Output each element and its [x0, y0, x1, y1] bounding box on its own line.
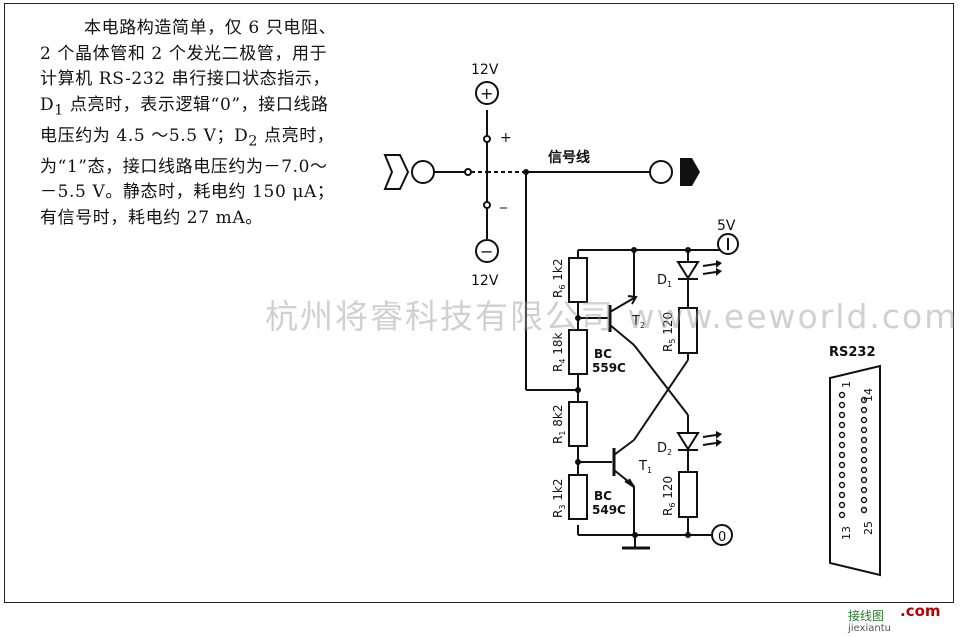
- label-pin1: 1: [840, 381, 853, 388]
- label-minus-pole: _: [499, 193, 508, 209]
- minus-glyph: −: [480, 242, 493, 261]
- led-d2: [676, 432, 700, 451]
- label-pin25: 25: [862, 521, 875, 535]
- label-d1: D1: [657, 273, 672, 289]
- description-paragraph: 本电路构造简单，仅 6 只电阻、2 个晶体管和 2 个发光二极管，用于计算机 R…: [40, 18, 337, 228]
- label-t1: T1: [638, 459, 652, 475]
- label-12v-top: 12V: [471, 62, 499, 78]
- label-signal-line: 信号线: [548, 149, 590, 166]
- label-r3: R3 1k2: [551, 479, 567, 518]
- label-t2: T2: [631, 314, 645, 330]
- resistor-r3: [568, 474, 588, 520]
- input-arrow: [383, 154, 410, 190]
- label-pin14: 14: [862, 388, 875, 402]
- label-plus-pole: +: [500, 130, 512, 146]
- label-5v: 5V: [717, 218, 736, 234]
- label-zero: 0: [718, 530, 726, 545]
- input-terminal: [411, 160, 435, 184]
- footer-site-en: jiexiantu: [848, 623, 891, 634]
- rs232-connector: [829, 364, 881, 577]
- figure-frame: [4, 3, 954, 603]
- footer-logo: .com: [900, 602, 941, 620]
- resistor-r1: [568, 401, 588, 447]
- label-12v-bottom: 12V: [471, 273, 499, 289]
- plus-5v-terminal: [717, 233, 739, 255]
- label-pin13: 13: [840, 526, 853, 540]
- plus-glyph: +: [480, 84, 493, 103]
- label-d2: D2: [657, 441, 672, 457]
- label-bc549c-a: BC: [594, 489, 612, 503]
- label-r6: R6 1k2: [551, 259, 567, 298]
- label-r1: R1 8k2: [551, 405, 567, 444]
- switch-pivot: [464, 168, 472, 176]
- watermark: 杭州将睿科技有限公司 www.eeworld.com.cn: [265, 297, 960, 336]
- label-rs232: RS232: [829, 345, 876, 360]
- plus-12v-terminal: [475, 81, 499, 105]
- label-bc559c-b: 559C: [592, 361, 626, 375]
- label-r4: R4 18k: [551, 332, 567, 372]
- footer-site-cn: 接线图: [848, 609, 885, 623]
- label-bc559c-a: BC: [594, 347, 612, 361]
- ground-terminal: [711, 524, 733, 546]
- resistor-r2: [678, 471, 698, 518]
- led-d1: [676, 261, 700, 280]
- output-arrow: [680, 158, 700, 186]
- label-r2: R6 120: [661, 476, 677, 516]
- label-bc549c-b: 549C: [592, 503, 626, 517]
- output-terminal: [649, 160, 673, 184]
- label-r5: R5 120: [661, 312, 677, 352]
- circuit-description: 本电路构造简单，仅 6 只电阻、2 个晶体管和 2 个发光二极管，用于计算机 R…: [40, 16, 340, 232]
- rs232-pins: [838, 391, 868, 519]
- minus-12v-terminal: [475, 239, 499, 263]
